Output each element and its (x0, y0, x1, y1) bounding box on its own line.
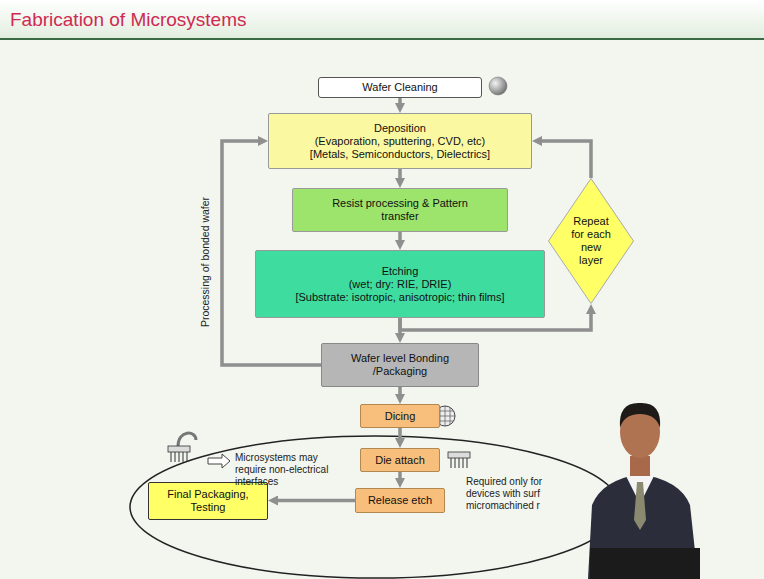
box-text: Die attach (375, 454, 425, 467)
wafer-sphere-icon (489, 77, 507, 95)
pin (459, 458, 460, 468)
process-box: Wafer Cleaning (318, 77, 482, 98)
decision-diamond: Repeat for each new layer (548, 178, 634, 304)
box-text: Dicing (385, 410, 416, 423)
box-text: Repeat for each new layer (569, 215, 613, 267)
box-text: Wafer Cleaning (362, 81, 437, 94)
presenter-tie (634, 482, 646, 530)
pin (451, 458, 452, 468)
laptop (590, 548, 700, 579)
die-body (168, 446, 190, 452)
process-box: Resist processing & Pattern transfer (292, 188, 508, 232)
pin (175, 452, 176, 462)
box-text: [Substrate: isotropic, anisotropic; thin… (295, 291, 504, 304)
slide-title: Fabrication of Microsystems (10, 9, 247, 31)
flow-arrow (398, 318, 402, 337)
note-label: Microsystems may require non-electrical … (235, 452, 349, 488)
presenter-figure (588, 403, 700, 579)
die-body (448, 452, 470, 458)
pin (183, 452, 184, 462)
process-box: Deposition(Evaporation, sputtering, CVD,… (268, 113, 532, 169)
header-band (0, 0, 764, 38)
flow-arrow (274, 499, 355, 503)
grouping-ellipse (130, 436, 620, 578)
microsystem-icon (168, 433, 196, 462)
presenter-hair (620, 403, 660, 428)
flow-arrow (398, 169, 402, 182)
box-text: [Metals, Semiconductors, Dielectrics] (310, 148, 490, 161)
pin (463, 458, 464, 468)
pin (171, 452, 172, 462)
box-text: Wafer level Bonding /Packaging (340, 352, 460, 378)
pin (455, 458, 456, 468)
box-text: (Evaporation, sputtering, CVD, etc) (315, 135, 486, 148)
flow-arrow (398, 472, 402, 482)
diamond-shape (549, 179, 634, 304)
pointer-arrow (208, 454, 230, 468)
fluid-tube (178, 433, 196, 446)
flow-arrow (538, 141, 591, 178)
process-box: Etching(wet; dry: RIE, DRIE)[Substrate: … (255, 250, 545, 318)
loop-label: Processing of bonded wafer (199, 197, 211, 327)
flow-arrow (398, 387, 402, 398)
box-text: Final Packaging, Testing (161, 488, 255, 514)
box-text: Resist processing & Pattern transfer (317, 197, 483, 223)
flow-arrow (398, 428, 402, 442)
process-box: Die attach (360, 448, 440, 472)
pin (179, 452, 180, 462)
process-box: Release etch (355, 488, 445, 513)
die-icon (448, 452, 470, 468)
grid-line (450, 406, 451, 426)
box-heading: Deposition (374, 122, 426, 135)
box-text: Release etch (368, 494, 432, 507)
process-box: Wafer level Bonding /Packaging (321, 343, 479, 387)
die-pins (171, 452, 187, 462)
process-box: Dicing (360, 404, 440, 428)
grid-line (445, 406, 446, 426)
header-rule (0, 38, 764, 40)
pin (187, 452, 188, 462)
flow-arrow (398, 232, 402, 244)
connectors (222, 98, 591, 501)
presenter-neck (630, 456, 650, 476)
pin (467, 458, 468, 468)
die-pins (451, 458, 467, 468)
flow-arrow (398, 98, 402, 107)
box-text: (wet; dry: RIE, DRIE) (349, 278, 452, 291)
process-box: Final Packaging, Testing (148, 482, 268, 520)
box-heading: Etching (382, 265, 419, 278)
note-label: Required only for devices with surf micr… (466, 476, 578, 512)
